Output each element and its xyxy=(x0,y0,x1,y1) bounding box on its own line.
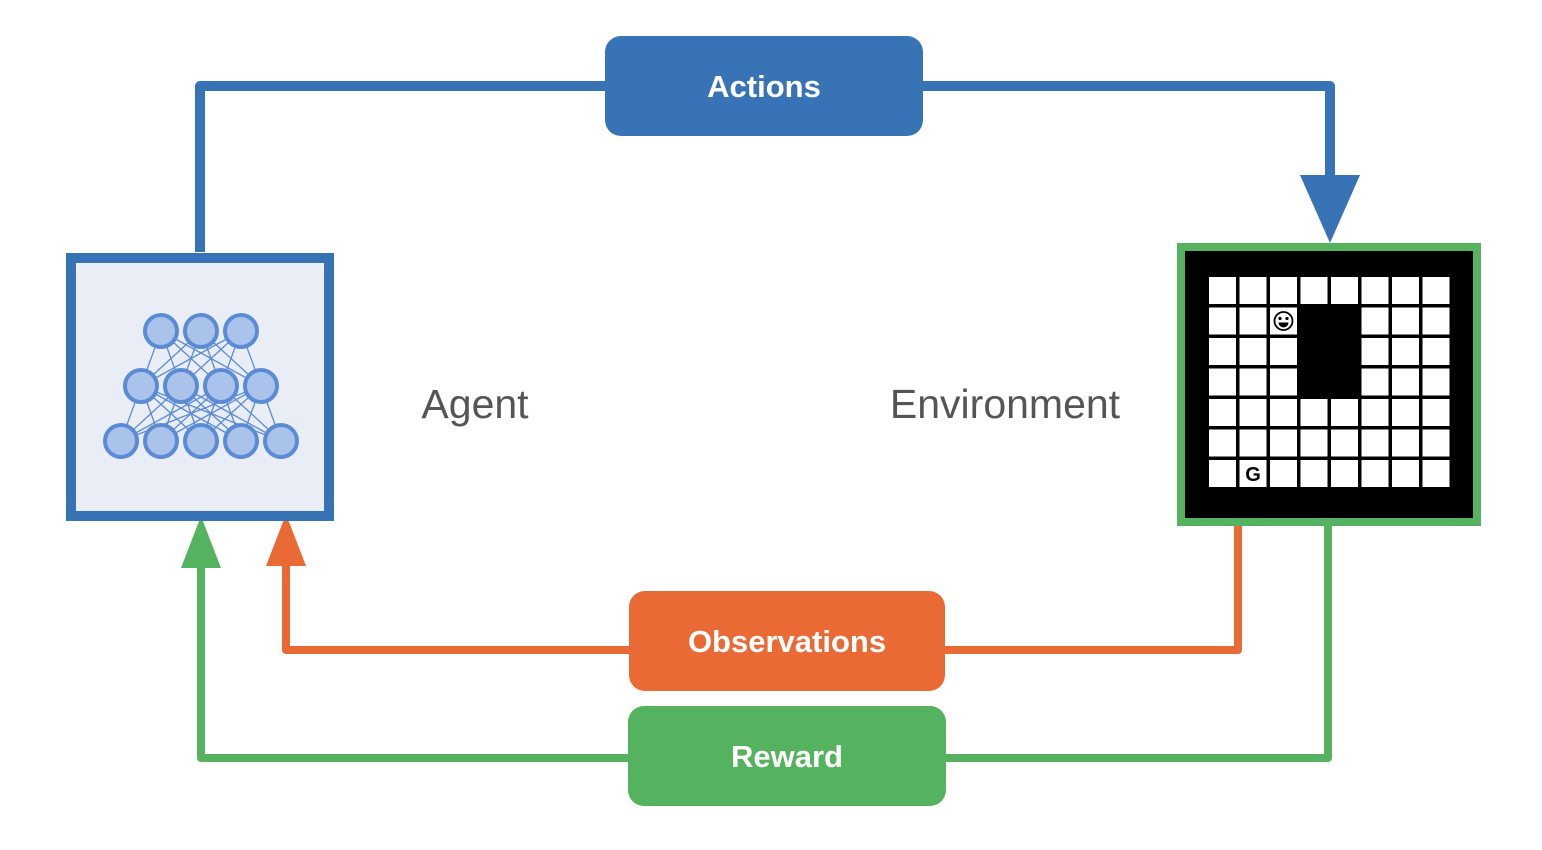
grid-cell xyxy=(1209,429,1236,457)
grid-cell xyxy=(1392,338,1419,365)
grid-cell xyxy=(1239,460,1267,487)
smiley-face-icon xyxy=(1273,311,1294,331)
grid-cell xyxy=(1209,399,1236,426)
reward-label: Reward xyxy=(731,739,843,774)
grid-cell xyxy=(1361,368,1389,396)
goal-marker: G xyxy=(1245,464,1261,486)
grid-cell xyxy=(1239,277,1267,304)
grid-cell xyxy=(1270,338,1297,365)
network-edge xyxy=(120,385,262,442)
grid-cell xyxy=(1331,429,1358,457)
grid-cell xyxy=(1422,460,1450,487)
grid-cell xyxy=(1270,277,1297,304)
grid-cell xyxy=(1392,460,1419,487)
grid-cell xyxy=(1422,399,1450,426)
network-neuron xyxy=(143,423,179,459)
grid-cell xyxy=(1422,368,1450,396)
network-edge xyxy=(140,330,242,387)
grid-cell xyxy=(1361,429,1389,457)
grid-cell xyxy=(1422,429,1450,457)
network-neuron xyxy=(123,368,159,404)
network-neuron xyxy=(103,423,139,459)
environment-label: Environment xyxy=(890,381,1121,427)
network-neuron xyxy=(163,368,199,404)
agent-box xyxy=(66,253,334,521)
grid-cell xyxy=(1270,460,1297,487)
network-neuron xyxy=(203,368,239,404)
grid-cell xyxy=(1300,429,1328,457)
network-neuron xyxy=(183,423,219,459)
network-neuron xyxy=(223,423,259,459)
grid-cell xyxy=(1361,307,1389,335)
network-edge xyxy=(160,385,262,442)
grid-cell xyxy=(1239,429,1267,457)
grid-cell xyxy=(1209,368,1236,396)
grid-cell xyxy=(1331,460,1358,487)
reward-pill: Reward xyxy=(628,706,946,806)
grid-cell xyxy=(1392,277,1419,304)
network-neuron xyxy=(243,368,279,404)
grid-cell xyxy=(1209,307,1236,335)
grid-cell xyxy=(1361,399,1389,426)
observations-arrowhead xyxy=(266,514,306,566)
grid-cell xyxy=(1392,307,1419,335)
network-neuron xyxy=(183,313,219,349)
grid-cell xyxy=(1422,338,1450,365)
observations-pill: Observations xyxy=(629,591,945,691)
actions-label: Actions xyxy=(707,69,821,104)
network-neuron xyxy=(223,313,259,349)
grid-cell xyxy=(1300,460,1328,487)
grid-cell xyxy=(1270,368,1297,396)
gridworld-icon: G xyxy=(1209,277,1450,487)
grid-cell xyxy=(1392,399,1419,426)
grid-cell xyxy=(1239,307,1267,335)
grid-cell xyxy=(1239,399,1267,426)
grid-cell xyxy=(1209,277,1236,304)
reward-arrowhead xyxy=(181,516,221,568)
grid-cell xyxy=(1331,399,1358,426)
grid-cell xyxy=(1239,368,1267,396)
grid-cell xyxy=(1331,277,1358,304)
grid-cell xyxy=(1361,460,1389,487)
network-neuron xyxy=(143,313,179,349)
grid-cell xyxy=(1209,460,1236,487)
grid-cell xyxy=(1361,338,1389,365)
grid-cell xyxy=(1422,307,1450,335)
observations-label: Observations xyxy=(688,624,886,659)
actions-pill: Actions xyxy=(605,36,923,136)
actions-arrowhead xyxy=(1300,175,1360,243)
grid-cell xyxy=(1392,368,1419,396)
neural-network-icon xyxy=(103,313,299,459)
agent-label: Agent xyxy=(421,381,529,427)
environment-box: G xyxy=(1177,243,1481,526)
grid-cell xyxy=(1300,399,1328,426)
grid-cell xyxy=(1239,338,1267,365)
network-edge xyxy=(120,385,222,442)
grid-cell xyxy=(1209,338,1236,365)
grid-cell xyxy=(1270,399,1297,426)
grid-cell xyxy=(1392,429,1419,457)
grid-cell xyxy=(1361,277,1389,304)
grid-cell xyxy=(1300,277,1328,304)
grid-cell xyxy=(1270,429,1297,457)
grid-cell xyxy=(1422,277,1450,304)
network-neuron xyxy=(263,423,299,459)
